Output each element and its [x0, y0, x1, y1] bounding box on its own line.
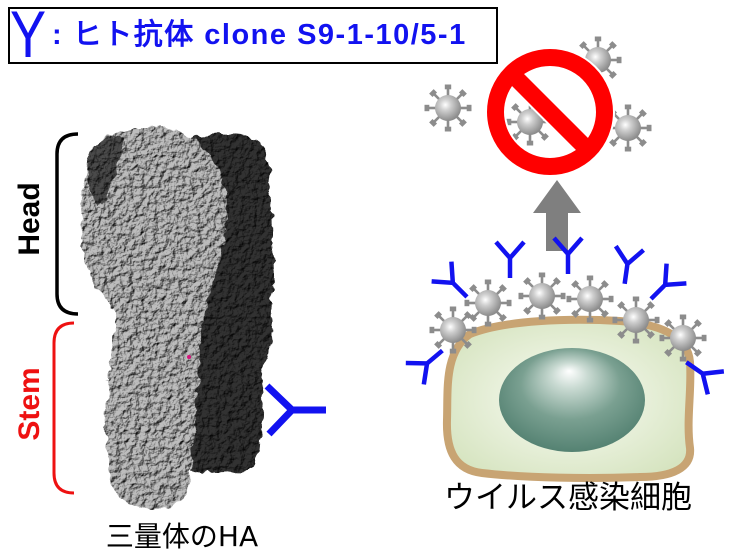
- prohibition-ring: [487, 49, 613, 175]
- legend-label: : ヒト抗体 clone S9-1-10/5-1: [52, 19, 467, 51]
- prohibition-bar: [508, 70, 592, 154]
- antibody-icon: [432, 262, 477, 307]
- antibody-symbol: Y: [10, 0, 47, 71]
- up-arrow-icon: [533, 180, 581, 251]
- virus-icon: [465, 280, 512, 327]
- virus-icon: [430, 307, 477, 354]
- epitope-marker: [187, 355, 191, 359]
- head-bracket: [55, 132, 79, 316]
- virus-icon: [660, 315, 707, 362]
- virus-icon: [613, 297, 660, 344]
- infected-cell: [442, 315, 695, 482]
- legend-box: Y : ヒト抗体 clone S9-1-10/5-1: [8, 1, 498, 67]
- cell-nucleus: [499, 348, 645, 452]
- stem-bracket: [52, 321, 75, 495]
- prohibition-icon: [485, 47, 615, 177]
- ha-trimer-surface: [81, 126, 274, 510]
- antibody-icon: [611, 246, 644, 286]
- stem-label: Stem: [13, 367, 46, 441]
- stem-antibody-icon: [264, 383, 326, 437]
- virus-icon: [425, 85, 472, 132]
- ha-monomer-light: [81, 126, 227, 510]
- virus-icon: [567, 276, 614, 323]
- ha-trimer-caption: 三量体のHA: [105, 520, 259, 553]
- infected-cell-caption: ウイルス感染細胞: [444, 480, 692, 516]
- virus-icon: [519, 273, 566, 320]
- head-label: Head: [13, 182, 46, 256]
- antibody-icon: [496, 242, 524, 278]
- antibody-icon: [641, 264, 686, 309]
- ha-monomer-back: [86, 135, 124, 206]
- ha-monomer-dark: [176, 134, 274, 474]
